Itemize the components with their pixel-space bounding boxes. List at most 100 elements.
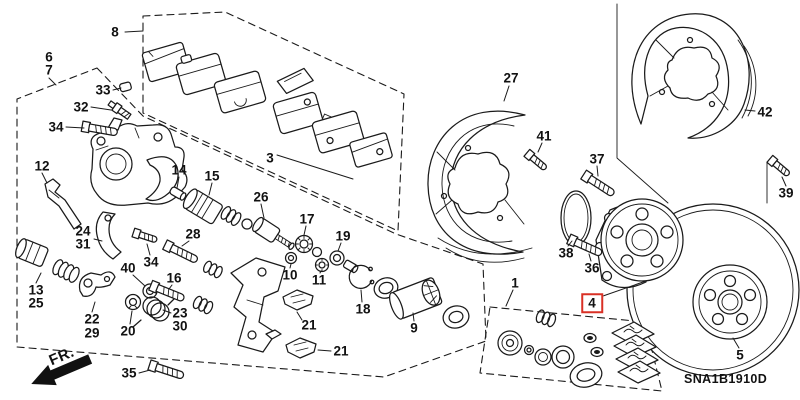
- part-label-32[interactable]: 32: [73, 99, 89, 115]
- leader-line-35: [138, 369, 151, 374]
- part-label-14[interactable]: 14: [171, 162, 187, 178]
- part-label-17[interactable]: 17: [299, 211, 315, 227]
- part-label-18[interactable]: 18: [355, 301, 371, 317]
- leader-line-34: [65, 126, 85, 129]
- part-label-16[interactable]: 16: [166, 270, 182, 286]
- splash-guard-outer: [631, 13, 757, 139]
- part-label-15[interactable]: 15: [204, 168, 220, 184]
- part-label-33[interactable]: 33: [95, 82, 111, 98]
- parking-lever-pin: [44, 178, 82, 230]
- coil-springs: [220, 206, 242, 226]
- part-label-27[interactable]: 27: [503, 70, 519, 86]
- part-label-8[interactable]: 8: [111, 24, 119, 40]
- leader-line-38: [567, 240, 573, 247]
- pad-retainer-clip: [285, 337, 317, 359]
- leader-line-21: [317, 349, 332, 352]
- leader-line-41: [537, 142, 543, 153]
- part-label-9[interactable]: 9: [410, 320, 418, 336]
- leader-line-1: [505, 289, 514, 307]
- part-label-12[interactable]: 12: [34, 158, 50, 174]
- piston-spring-assembly: [15, 238, 80, 283]
- pin-bolt-28: [162, 239, 200, 266]
- seal-kit-contents: [497, 309, 661, 388]
- part-label-40[interactable]: 40: [120, 260, 136, 276]
- part-label-5[interactable]: 5: [736, 347, 744, 363]
- leader-line-19: [337, 242, 342, 252]
- part-label-3[interactable]: 3: [266, 150, 274, 166]
- leader-line-23: [162, 309, 172, 314]
- group-box-seal-kit: [479, 306, 663, 392]
- part-label-31[interactable]: 31: [75, 236, 91, 252]
- part-label-42[interactable]: 42: [757, 104, 773, 120]
- part-label-28[interactable]: 28: [185, 226, 201, 242]
- part-label-6[interactable]: 6: [45, 49, 53, 65]
- pad-retainer-clip: [282, 289, 314, 311]
- piston-seal: [442, 305, 470, 329]
- caliper-arm: [95, 211, 122, 260]
- leader-line-15: [208, 182, 213, 196]
- leader-line-5: [732, 337, 740, 349]
- bolt-37: [580, 169, 617, 199]
- bolt-34-lower: [131, 227, 159, 246]
- piston-15: [182, 188, 223, 225]
- part-label-34[interactable]: 34: [48, 119, 64, 135]
- leader-line-8: [124, 30, 144, 33]
- leader-line-9: [412, 312, 415, 322]
- arrow-icon: [31, 354, 93, 386]
- bolt-39: [766, 154, 793, 179]
- part-label-26[interactable]: 26: [253, 189, 269, 205]
- part-label-30[interactable]: 30: [172, 318, 188, 334]
- reference-line: [616, 3, 669, 204]
- part-label-34[interactable]: 34: [143, 254, 159, 270]
- part-label-4[interactable]: 4: [581, 293, 603, 313]
- part-label-21[interactable]: 21: [333, 343, 349, 359]
- part-label-35[interactable]: 35: [121, 365, 137, 381]
- part-label-22[interactable]: 22: [84, 311, 100, 327]
- leader-line-39: [781, 176, 787, 187]
- bleeder-screw: [107, 100, 132, 120]
- leader-line-3: [276, 154, 354, 180]
- leader-line-11: [319, 270, 322, 274]
- group-box-caliper-assembly: [16, 67, 487, 378]
- grease-packets: [611, 321, 661, 384]
- part-label-21[interactable]: 21: [301, 317, 317, 333]
- nut-20: [124, 293, 142, 311]
- part-label-38[interactable]: 38: [558, 245, 574, 261]
- brake-pads: [141, 41, 393, 168]
- leader-line-18: [360, 289, 363, 303]
- leader-line-14: [176, 176, 180, 189]
- part-label-23[interactable]: 23: [172, 305, 188, 321]
- part-label-36[interactable]: 36: [584, 260, 600, 276]
- part-label-1[interactable]: 1: [511, 275, 519, 291]
- part-label-39[interactable]: 39: [778, 185, 794, 201]
- leader-line-26: [260, 203, 265, 219]
- part-label-13[interactable]: 13: [28, 282, 44, 298]
- part-label-29[interactable]: 29: [84, 325, 100, 341]
- splined-washer-17: [294, 234, 314, 254]
- pin-boot-16: [192, 295, 214, 315]
- part-label-19[interactable]: 19: [335, 228, 351, 244]
- diagram-code: SNA1B1910D: [684, 372, 768, 386]
- part-label-41[interactable]: 41: [536, 128, 552, 144]
- adjuster-bolt-26: [252, 216, 295, 251]
- leader-line-10: [289, 263, 292, 269]
- leader-lines: [35, 30, 787, 374]
- part-label-10[interactable]: 10: [282, 267, 298, 283]
- part-label-20[interactable]: 20: [120, 323, 136, 339]
- nut-19: [329, 250, 345, 266]
- splash-guard-inner: [427, 110, 533, 263]
- caliper-piston-9: [388, 277, 443, 320]
- part-label-25[interactable]: 25: [28, 295, 44, 311]
- mount-bolt-35: [147, 359, 186, 382]
- part-label-7[interactable]: 7: [45, 62, 53, 78]
- leader-line-22: [91, 301, 96, 313]
- clip-fragment: [265, 329, 282, 340]
- bolt-41: [523, 148, 550, 173]
- part-label-11[interactable]: 11: [311, 272, 327, 288]
- washer-10: [284, 251, 298, 265]
- part-label-24[interactable]: 24: [75, 223, 91, 239]
- part-label-37[interactable]: 37: [589, 151, 605, 167]
- leader-line-28: [181, 240, 190, 247]
